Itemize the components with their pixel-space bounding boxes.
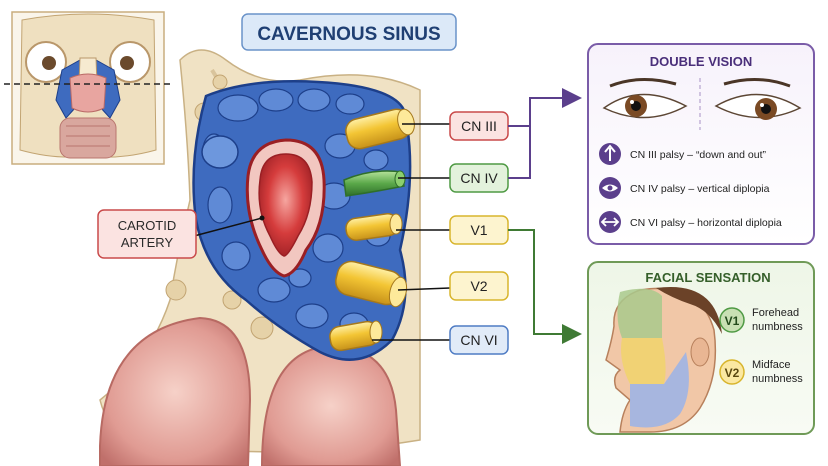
sphenoid-sinus (99, 316, 402, 466)
double-vision-item-3: CN VI palsy – horizontal diplopia (630, 217, 782, 229)
carotid-label-line2: ARTERY (121, 235, 174, 250)
v2-effect-line1: Midface (752, 359, 791, 371)
nerve-v1 (345, 213, 403, 241)
double-vision-item-1: CN III palsy – “down and out” (630, 149, 766, 161)
label-v2-text: V2 (470, 278, 487, 294)
nerve-cn4 (343, 170, 406, 197)
v2-effect-line2: numbness (752, 373, 803, 385)
double-vision-item-2: CN IV palsy – vertical diplopia (630, 183, 770, 195)
facial-sensation-panel: FACIAL SENSATION V1 Forehead numbness V2… (587, 261, 815, 435)
v1-badge: V1 (725, 314, 740, 328)
nerve-cn3 (345, 108, 415, 150)
label-v1-text: V1 (470, 222, 487, 238)
face-profile-illustration (605, 286, 722, 433)
nerve-leader-lines (372, 123, 451, 341)
facial-sensation-title: FACIAL SENSATION (645, 270, 770, 285)
v1-effect-line1: Forehead (752, 307, 799, 319)
facial-sensation-connector (508, 229, 582, 344)
label-cn4-text: CN IV (460, 170, 498, 186)
carotid-label: CAROTID ARTERY (97, 209, 265, 259)
label-v1: V1 (449, 215, 509, 245)
label-v2: V2 (449, 271, 509, 301)
skull-inset (4, 11, 172, 165)
label-cn3: CN III (449, 111, 509, 141)
label-cn6-text: CN VI (460, 332, 497, 348)
carotid-artery (245, 138, 326, 278)
v1-effect-line2: numbness (752, 321, 803, 333)
title-box: CAVERNOUS SINUS (241, 13, 457, 51)
eyes-illustration (602, 77, 802, 130)
double-vision-title: DOUBLE VISION (650, 54, 753, 69)
label-cn4: CN IV (449, 163, 509, 193)
label-cn6: CN VI (449, 325, 509, 355)
double-vision-connector (508, 88, 582, 179)
nerve-cn6 (329, 320, 383, 352)
diagram-title: CAVERNOUS SINUS (257, 24, 440, 45)
double-vision-panel: DOUBLE VISION CN III palsy – “down and o… (587, 43, 815, 245)
label-cn3-text: CN III (461, 118, 497, 134)
carotid-label-line1: CAROTID (118, 218, 177, 233)
v1-badge-circle (719, 307, 745, 333)
v2-badge: V2 (725, 366, 740, 380)
nerve-v2 (335, 260, 408, 308)
v2-badge-circle (719, 359, 745, 385)
